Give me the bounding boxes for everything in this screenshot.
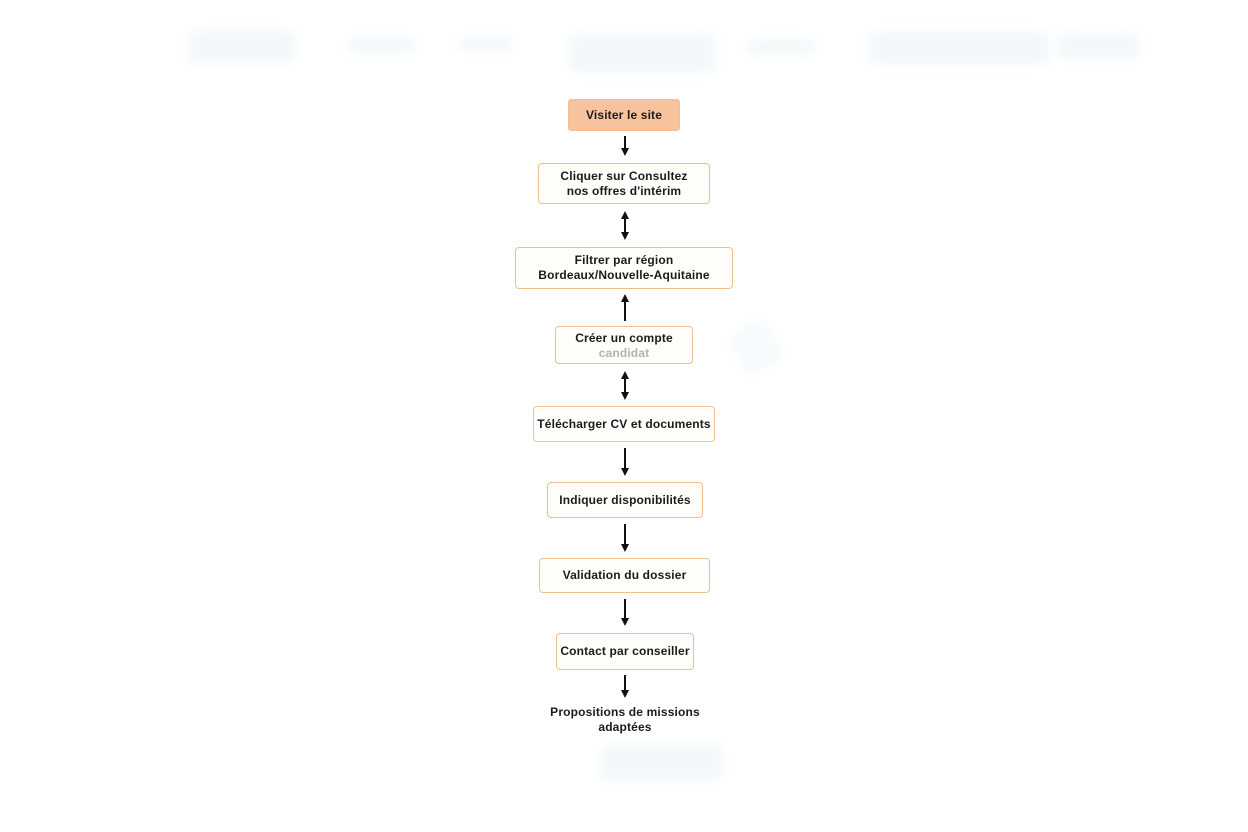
flow-node-validation: Validation du dossier	[539, 558, 710, 593]
arrow-shaft	[624, 218, 626, 233]
arrow-shaft	[624, 378, 626, 393]
arrowhead-up-icon	[621, 211, 629, 219]
arrow-shaft	[624, 448, 626, 469]
flow-node-click-offers: Cliquer sur Consultez nos offres d'intér…	[538, 163, 710, 204]
arrowhead-down-icon	[621, 392, 629, 400]
arrowhead-down-icon	[621, 468, 629, 476]
ghost-mark	[346, 37, 416, 53]
arrowhead-down-icon	[621, 618, 629, 626]
arrow-shaft	[624, 524, 626, 545]
ghost-mark	[868, 31, 1050, 65]
arrowhead-up-icon	[621, 371, 629, 379]
connector-arrow	[620, 599, 630, 626]
flow-node-label: Contact par conseiller	[560, 644, 690, 658]
connector-arrow	[620, 675, 630, 698]
flow-node-label: Visiter le site	[585, 107, 663, 122]
flow-node-availability: Indiquer disponibilités	[547, 482, 703, 518]
flow-node-filter-region: Filtrer par région Bordeaux/Nouvelle-Aqu…	[515, 247, 733, 289]
connector-arrow	[620, 294, 630, 321]
arrow-shaft	[624, 136, 626, 149]
ghost-mark	[188, 30, 296, 64]
flow-node-create-account: Créer un compte candidat	[555, 326, 693, 364]
ghost-mark	[1058, 33, 1140, 59]
flow-node-label: Télécharger CV et documents	[537, 416, 711, 431]
ghost-mark	[600, 744, 722, 782]
arrowhead-down-icon	[621, 148, 629, 156]
flow-node-label: Propositions de missions adaptées	[550, 705, 700, 734]
flow-node-label: Cliquer sur Consultez nos offres d'intér…	[560, 168, 688, 198]
flow-node-label: Indiquer disponibilités	[559, 492, 691, 507]
flow-node-label: Créer un compte	[575, 330, 673, 345]
ghost-mark	[726, 316, 786, 378]
arrow-shaft	[624, 675, 626, 691]
arrow-shaft	[624, 599, 626, 619]
arrowhead-down-icon	[621, 690, 629, 698]
connector-arrow	[620, 448, 630, 476]
flow-node-advisor-contact: Contact par conseiller	[556, 633, 694, 670]
connector-arrow	[620, 211, 630, 240]
flow-node-visit-site: Visiter le site	[568, 99, 680, 131]
connector-arrow	[620, 524, 630, 552]
ghost-mark	[745, 39, 817, 55]
flow-node-sublabel: candidat	[598, 345, 650, 360]
ghost-mark	[568, 33, 716, 73]
flow-node-upload-cv: Télécharger CV et documents	[533, 406, 715, 442]
arrowhead-down-icon	[621, 544, 629, 552]
connector-arrow	[620, 371, 630, 400]
flow-node-label: Filtrer par région Bordeaux/Nouvelle-Aqu…	[538, 253, 710, 282]
flow-node-label: Validation du dossier	[562, 568, 687, 582]
arrowhead-up-icon	[621, 294, 629, 302]
ghost-mark	[458, 36, 513, 52]
arrow-shaft	[624, 301, 626, 321]
arrowhead-down-icon	[621, 232, 629, 240]
connector-arrow	[620, 136, 630, 156]
flow-endpoint-missions: Propositions de missions adaptées	[525, 701, 725, 739]
